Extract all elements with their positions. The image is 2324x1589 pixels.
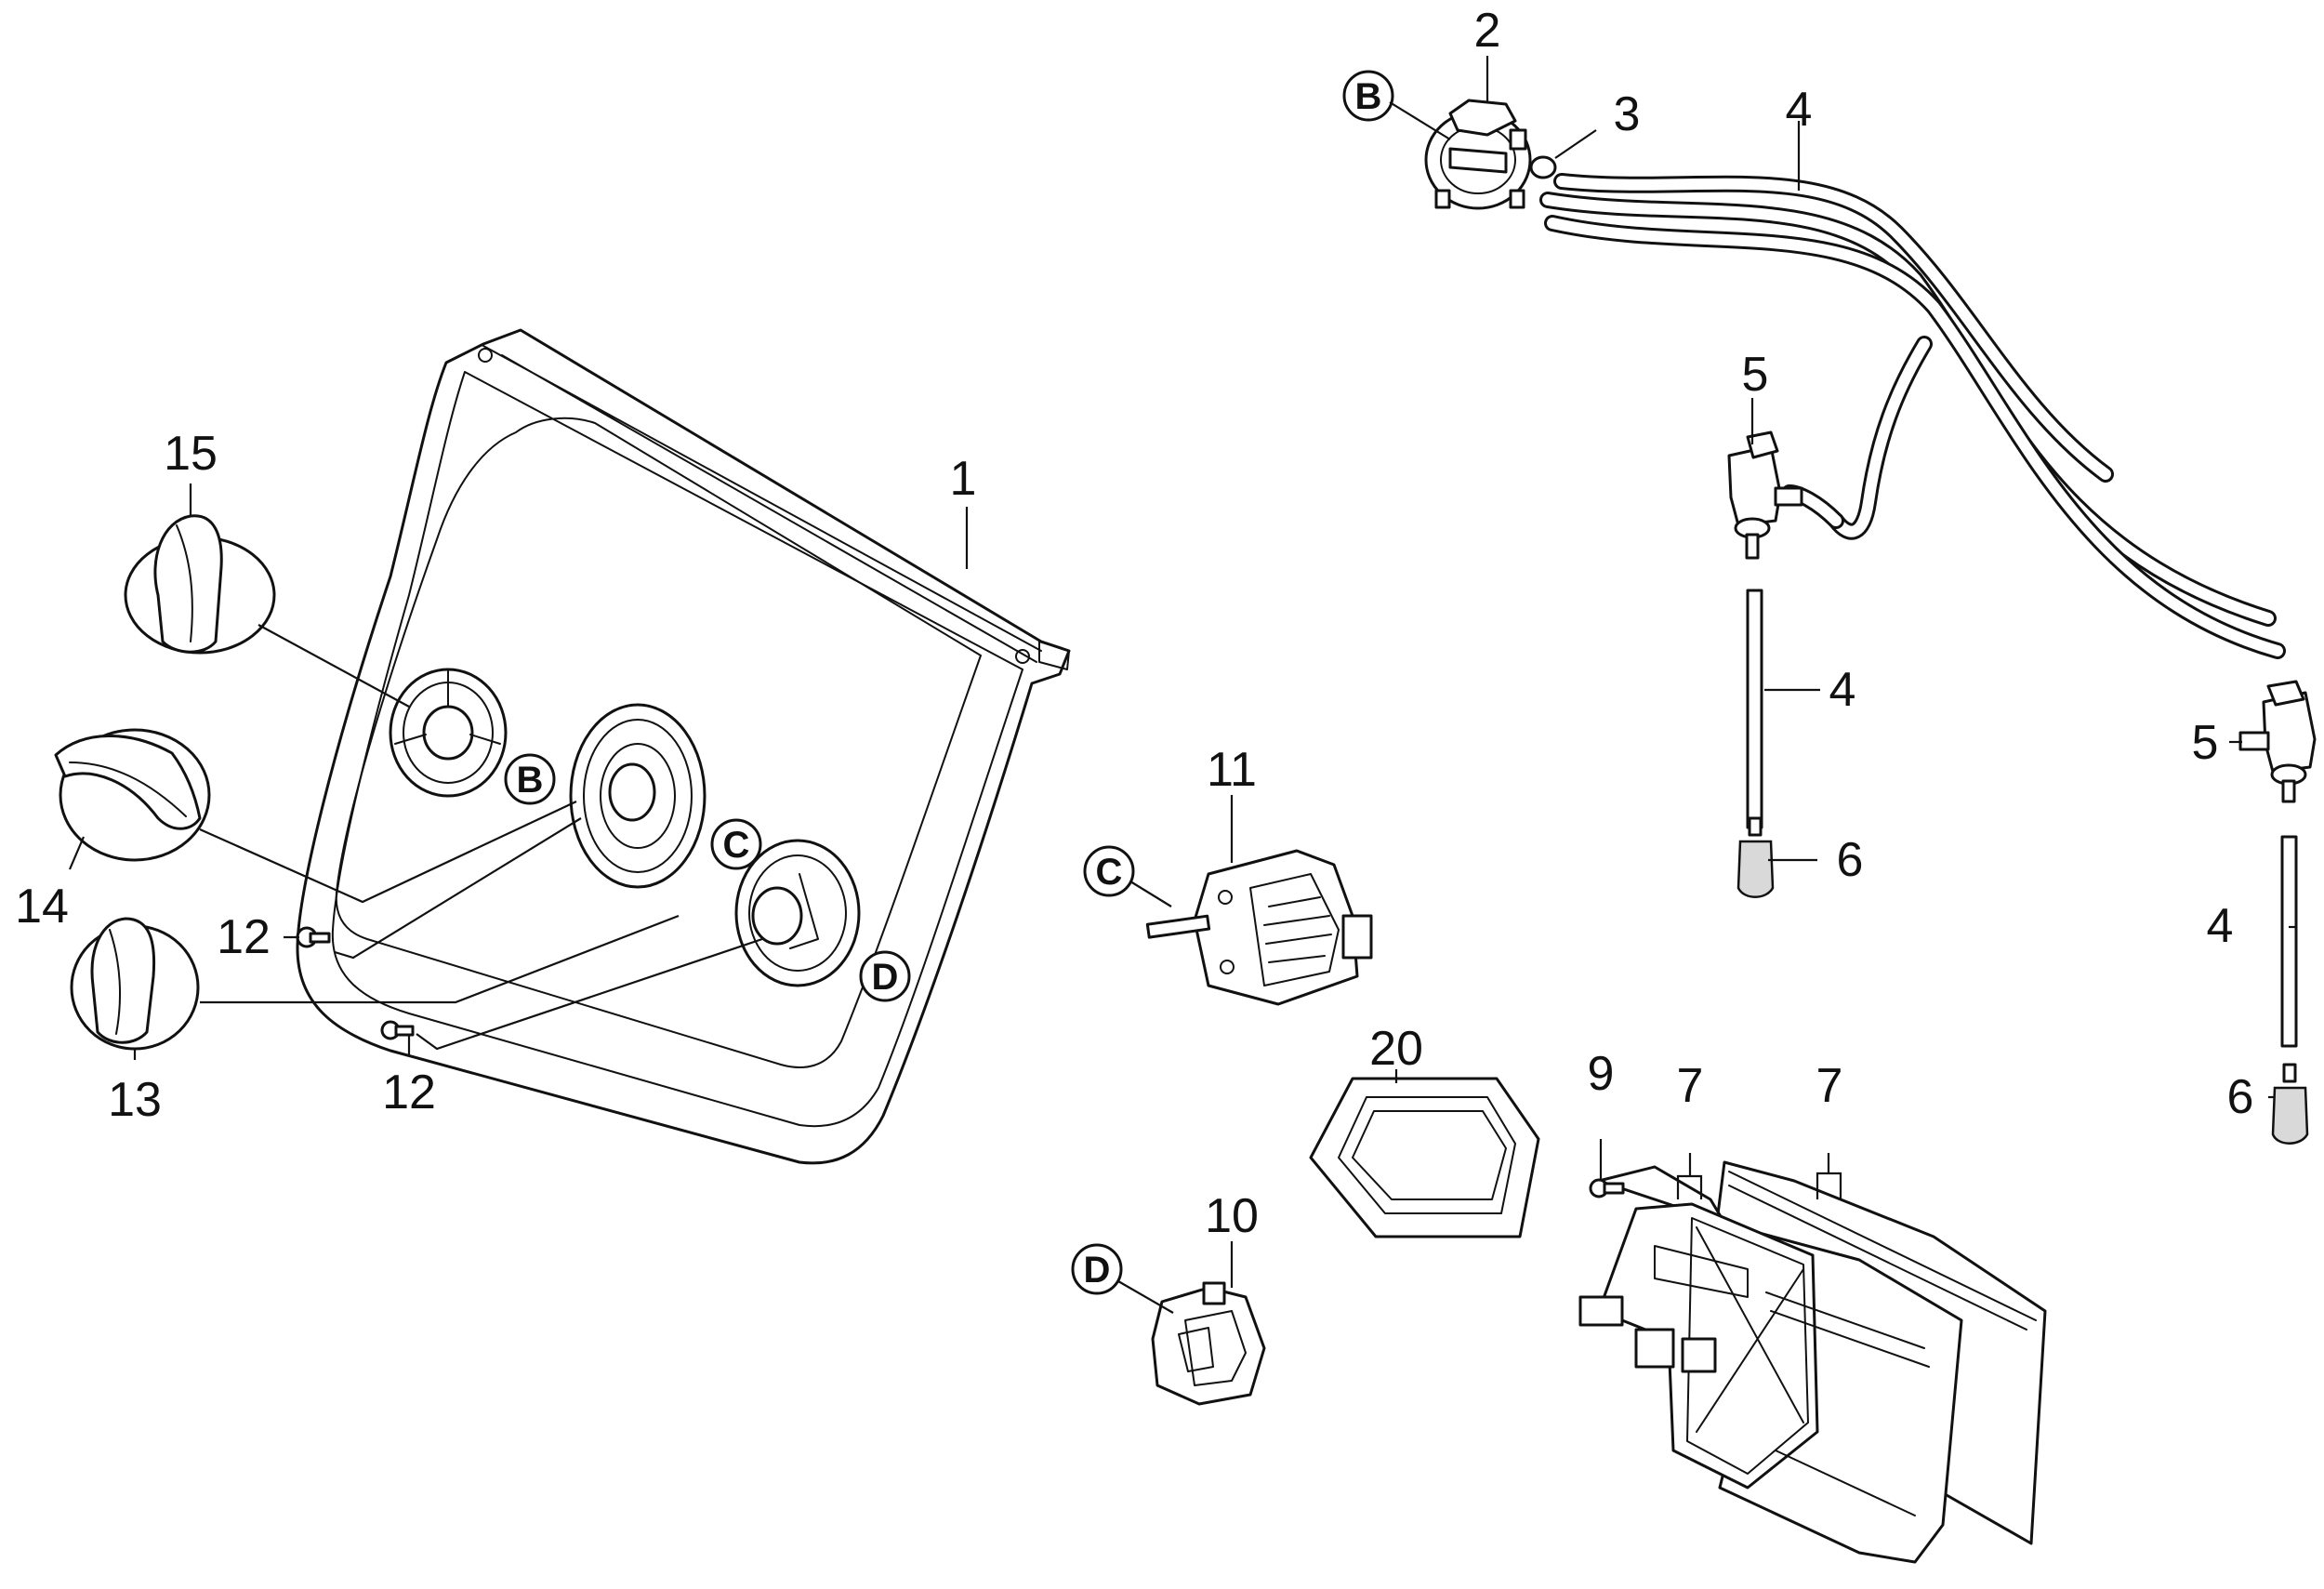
thermostat-part-11	[1145, 849, 1373, 1006]
knob-part-15	[124, 514, 276, 655]
callout-2: 2	[1474, 4, 1501, 58]
callout-1: 1	[950, 452, 977, 506]
screw-part-9	[1589, 1178, 1625, 1198]
svg-text:B: B	[517, 760, 544, 801]
filter-part-6-left	[1736, 816, 1775, 898]
part7-brackets	[1676, 1153, 1842, 1199]
svg-text:D: D	[1084, 1250, 1111, 1291]
panel-ref-b: B	[504, 753, 556, 805]
control-board-part-7	[1578, 1160, 2047, 1564]
svg-text:B: B	[1355, 76, 1382, 117]
svg-text:C: C	[723, 825, 750, 866]
callout-12-upper: 12	[217, 910, 271, 964]
part11-ref-leader	[1129, 881, 1172, 907]
hose-part-4-right-vertical	[2280, 835, 2298, 1048]
callout-13: 13	[108, 1073, 162, 1127]
o-ring-part-3	[1529, 155, 1557, 179]
switch-part-10	[1151, 1281, 1266, 1406]
screw-part-12-lower	[380, 1020, 415, 1040]
callout-15: 15	[164, 427, 218, 481]
pressure-switch-part-2	[1424, 99, 1532, 210]
screw-part-12-upper	[296, 926, 331, 948]
callout-14: 14	[15, 880, 69, 934]
callout-4-right: 4	[2207, 899, 2234, 953]
callout-4-left: 4	[1829, 663, 1856, 717]
valve-part-5-left	[1727, 430, 1803, 560]
panel-leader-lines	[199, 624, 763, 1051]
callout-9: 9	[1588, 1047, 1615, 1101]
valve-part-5-right	[2238, 680, 2317, 803]
knob-part-14	[54, 728, 211, 862]
callout-6-left: 6	[1837, 833, 1864, 887]
part10-ref-d: D	[1071, 1243, 1123, 1295]
hose-part-4-left-vertical	[1746, 589, 1763, 829]
callout-4-hoses: 4	[1786, 83, 1813, 137]
callout-7-left: 7	[1677, 1059, 1704, 1113]
panel-ref-c: C	[710, 818, 762, 870]
part10-ref-leader	[1117, 1280, 1174, 1314]
callout-11: 11	[1207, 743, 1257, 797]
callout-10: 10	[1205, 1189, 1259, 1243]
part2-ref-leader	[1389, 101, 1451, 140]
callout-leaders	[68, 56, 2296, 1288]
filter-part-6-right	[2271, 1063, 2309, 1145]
callout-3: 3	[1614, 87, 1641, 141]
panel-ref-d: D	[859, 950, 911, 1002]
callout-7-right: 7	[1816, 1059, 1843, 1113]
knob-part-13	[70, 917, 200, 1051]
callout-12-lower: 12	[382, 1066, 436, 1119]
svg-text:C: C	[1096, 852, 1123, 893]
part11-ref-c: C	[1083, 845, 1135, 897]
display-frame-part-20	[1309, 1077, 1540, 1238]
callout-5-left: 5	[1742, 348, 1769, 402]
callout-5-right: 5	[2192, 716, 2219, 770]
callout-6-right: 6	[2227, 1070, 2254, 1124]
part2-ref-b: B	[1342, 70, 1394, 122]
svg-text:D: D	[872, 957, 899, 998]
hose-bundle-part-4	[1539, 173, 2286, 659]
callout-20: 20	[1369, 1022, 1423, 1076]
